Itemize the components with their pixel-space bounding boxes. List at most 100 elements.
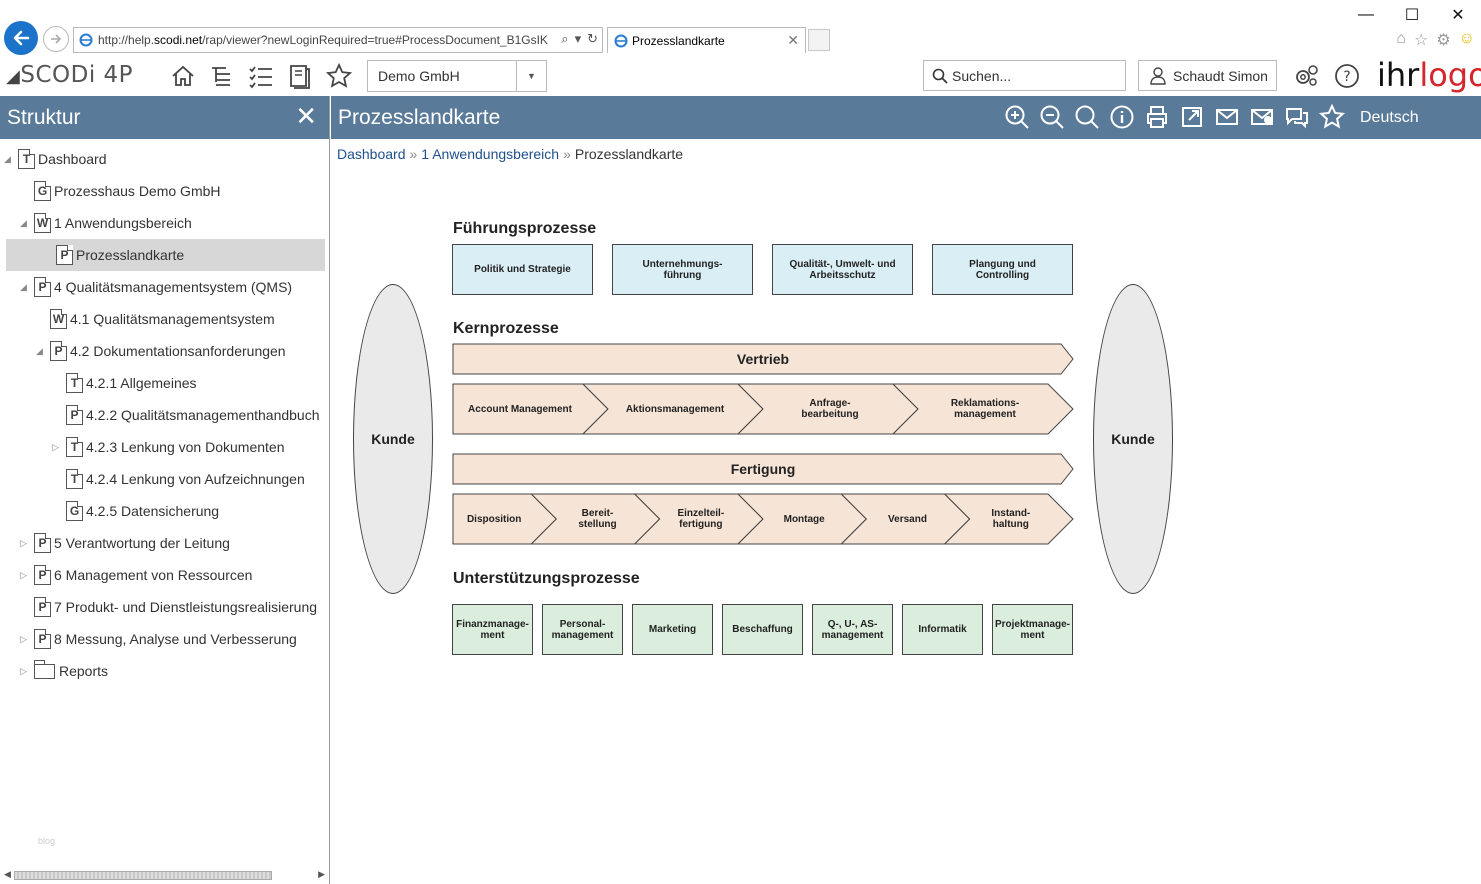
window-close-button[interactable]: ✕ — [1451, 7, 1465, 24]
collapse-icon[interactable]: ◢ — [20, 281, 27, 292]
tab-close-icon[interactable]: ✕ — [787, 32, 799, 48]
document-type-icon: P — [34, 629, 51, 649]
search-icon — [932, 68, 948, 84]
mail-notify-icon[interactable] — [1248, 103, 1276, 131]
zoom-in-icon[interactable] — [1003, 103, 1031, 131]
zoom-out-icon[interactable] — [1038, 103, 1066, 131]
core-processes-title: Kernprozesse — [453, 320, 559, 337]
management-process-box[interactable]: Qualität-, Umwelt- und Arbeitsschutz — [772, 244, 913, 295]
user-button[interactable]: Schaudt Simon — [1138, 60, 1277, 91]
print-icon[interactable] — [1143, 103, 1171, 131]
comments-icon[interactable] — [1283, 103, 1311, 131]
language-selector[interactable]: Deutsch — [1360, 108, 1419, 126]
task-list-icon[interactable] — [247, 62, 275, 90]
sales-step-arrow[interactable] — [891, 383, 1074, 435]
back-button[interactable] — [4, 21, 38, 55]
info-icon[interactable] — [1108, 103, 1136, 131]
sales-bar-arrow[interactable] — [452, 343, 1074, 375]
expand-icon[interactable]: ▷ — [52, 441, 59, 452]
expand-icon[interactable]: ▷ — [20, 537, 27, 548]
search-icon[interactable] — [1073, 103, 1101, 131]
support-process-box[interactable]: Projektmanage- ment — [992, 604, 1073, 655]
management-process-box[interactable]: Politik und Strategie — [452, 244, 593, 295]
maximize-button[interactable]: ☐ — [1404, 7, 1420, 24]
favorites-star-icon[interactable] — [325, 62, 353, 90]
favorite-star-icon[interactable] — [1318, 103, 1346, 131]
book-icon[interactable] — [286, 62, 314, 90]
search-icon[interactable]: ⌕ — [561, 31, 569, 46]
breadcrumb-anwendungsbereich[interactable]: 1 Anwendungsbereich — [421, 146, 560, 162]
external-link-icon[interactable] — [1178, 103, 1206, 131]
dropdown-icon[interactable]: ▾ — [574, 31, 582, 46]
forward-button[interactable] — [43, 26, 69, 52]
sales-step-arrow-label: Anfrage- bearbeitung — [801, 398, 859, 420]
collapse-icon[interactable]: ◢ — [4, 153, 11, 164]
support-process-box[interactable]: Beschaffung — [722, 604, 803, 655]
url-domain: scodi.net — [154, 33, 203, 47]
scroll-right-icon[interactable]: ▶ — [318, 869, 325, 879]
expand-icon[interactable]: ▷ — [20, 665, 27, 676]
address-bar[interactable]: http://help.scodi.net/rap/viewer?newLogi… — [73, 27, 603, 53]
scroll-left-icon[interactable]: ◀ — [4, 869, 11, 879]
production-bar-arrow[interactable] — [452, 453, 1074, 485]
production-step-arrow-label: Bereit- stellung — [578, 508, 617, 530]
chevron-down-icon[interactable]: ▼ — [516, 61, 546, 91]
management-process-box[interactable]: Plangung und Controlling — [932, 244, 1073, 295]
feedback-smiley-icon[interactable]: ☺ — [1458, 30, 1475, 47]
horizontal-scrollbar[interactable]: ◀ ▶ — [0, 867, 329, 884]
minimize-button[interactable]: — — [1358, 6, 1374, 23]
ie-logo-icon — [79, 33, 93, 47]
home-icon[interactable]: ⌂ — [1396, 30, 1406, 47]
customer-oval-right[interactable]: Kunde — [1093, 284, 1173, 594]
support-process-box[interactable]: Finanzmanage- ment — [452, 604, 533, 655]
tree-structure-icon[interactable] — [208, 62, 236, 90]
new-tab-button[interactable] — [808, 29, 830, 51]
support-process-box[interactable]: Personal- management — [542, 604, 623, 655]
favorites-star-icon[interactable]: ☆ — [1413, 32, 1429, 49]
browser-tab[interactable]: Prozesslandkarte ✕ — [607, 27, 806, 53]
content-area: Prozesslandkarte Deutsch Dashboard»1 Anw… — [331, 96, 1481, 884]
breadcrumb-dashboard[interactable]: Dashboard — [337, 146, 406, 162]
document-type-icon: W — [34, 213, 51, 233]
support-process-box[interactable]: Marketing — [632, 604, 713, 655]
arrow-left-icon — [13, 30, 30, 46]
mail-icon[interactable] — [1213, 103, 1241, 131]
ie-logo-icon — [614, 34, 628, 48]
refresh-icon[interactable]: ↻ — [587, 31, 598, 46]
scrollbar-thumb[interactable] — [14, 871, 272, 880]
expand-icon[interactable]: ▷ — [20, 569, 27, 580]
settings-gear-icon[interactable]: ⚙ — [1436, 32, 1451, 49]
support-processes-title: Unterstützungsprozesse — [453, 570, 640, 587]
home-icon[interactable] — [169, 62, 197, 90]
settings-gears-icon[interactable] — [1292, 62, 1320, 90]
organization-select[interactable]: Demo GmbH ▼ — [367, 60, 547, 92]
search-input[interactable]: Suchen... — [923, 60, 1126, 91]
tree-item[interactable]: ▷Reports — [20, 655, 108, 687]
customer-oval-left[interactable]: Kunde — [353, 284, 433, 594]
help-icon[interactable]: ? — [1333, 62, 1361, 90]
management-process-box[interactable]: Unternehmungs- führung — [612, 244, 753, 295]
support-process-box[interactable]: Informatik — [902, 604, 983, 655]
collapse-icon[interactable]: ◢ — [36, 345, 43, 356]
production-step-arrow[interactable] — [943, 493, 1074, 545]
close-icon[interactable]: ✕ — [295, 101, 317, 131]
collapse-icon[interactable]: ◢ — [20, 217, 27, 228]
expand-icon[interactable]: ▷ — [20, 633, 27, 644]
support-process-box[interactable]: Q-, U-, AS- management — [812, 604, 893, 655]
